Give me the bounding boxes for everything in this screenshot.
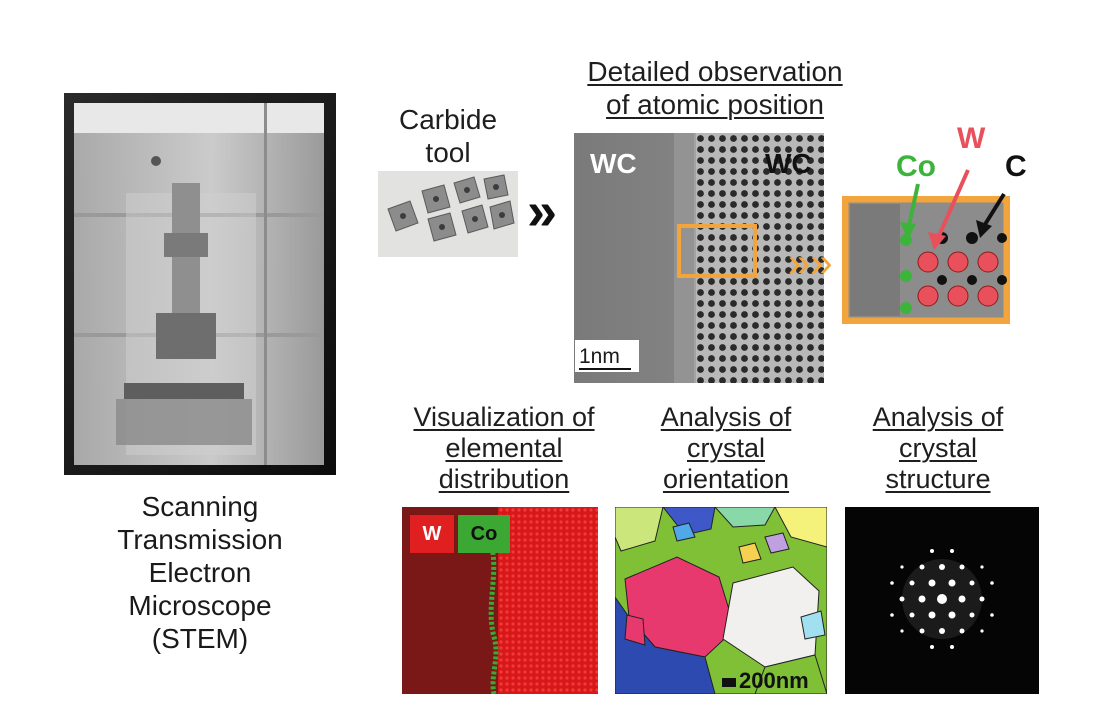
panel-title-line: crystal: [898, 433, 977, 463]
c-label: C: [1005, 150, 1027, 183]
atomic-scale-box: 1nm: [575, 340, 639, 372]
w-label: W: [957, 122, 986, 155]
orientation-scale-text: 200nm: [739, 668, 809, 693]
atomic-zoom: [842, 196, 1010, 324]
wc-left-label: WC: [590, 148, 637, 179]
orientation-scale-bar: [722, 678, 736, 687]
panel-title-line: distribution: [438, 464, 570, 494]
legend-co: Co: [458, 515, 510, 553]
carbide-title: Carbide tool: [378, 103, 518, 169]
panel-title-line: crystal: [686, 433, 765, 463]
pointer-arrows: [900, 169, 1006, 250]
atomic-title: Detailed observation of atomic position: [540, 55, 890, 121]
panel-title-line: elemental: [445, 433, 563, 463]
carbide-title-line: Carbide: [398, 104, 498, 135]
stem-caption-line: Microscope: [128, 590, 272, 621]
panel-title-line: Analysis of: [660, 402, 792, 432]
panel-title-elemental: Visualization of elemental distribution: [393, 402, 615, 495]
arrow-to-atomic: »: [527, 181, 558, 241]
orange-arrow: »»: [788, 241, 833, 285]
stem-caption-line: Transmission: [117, 524, 283, 555]
stem-caption-line: (STEM): [151, 623, 249, 654]
panel-title-structure: Analysis of crystal structure: [838, 402, 1038, 495]
panel-title-orientation: Analysis of crystal orientation: [615, 402, 837, 495]
co-label: Co: [896, 150, 936, 183]
legend-w-label: W: [422, 523, 442, 545]
panel-title-line: Visualization of: [413, 402, 595, 432]
carbide-photo: [378, 171, 518, 257]
wc-right-label: WC: [765, 148, 812, 179]
atomic-image: [574, 133, 824, 383]
carbide-title-line: tool: [425, 137, 471, 168]
stem-caption-line: Electron: [148, 557, 252, 588]
panel-title-line: Analysis of: [872, 402, 1004, 432]
atomic-title-line: Detailed observation: [587, 56, 843, 87]
legend-w: W: [410, 515, 454, 553]
atomic-scale-bar: [579, 368, 631, 370]
panel-title-line: orientation: [662, 464, 790, 494]
atomic-title-line: of atomic position: [606, 89, 824, 120]
panel-title-line: structure: [885, 464, 991, 494]
stem-caption: Scanning Transmission Electron Microscop…: [95, 490, 305, 655]
orientation-map: [615, 507, 827, 694]
stem-caption-line: Scanning: [141, 491, 259, 522]
atomic-scale-text: 1nm: [579, 345, 620, 368]
diffraction-pattern: [845, 507, 1039, 694]
stem-photo: [64, 93, 336, 475]
legend-co-label: Co: [470, 523, 498, 545]
